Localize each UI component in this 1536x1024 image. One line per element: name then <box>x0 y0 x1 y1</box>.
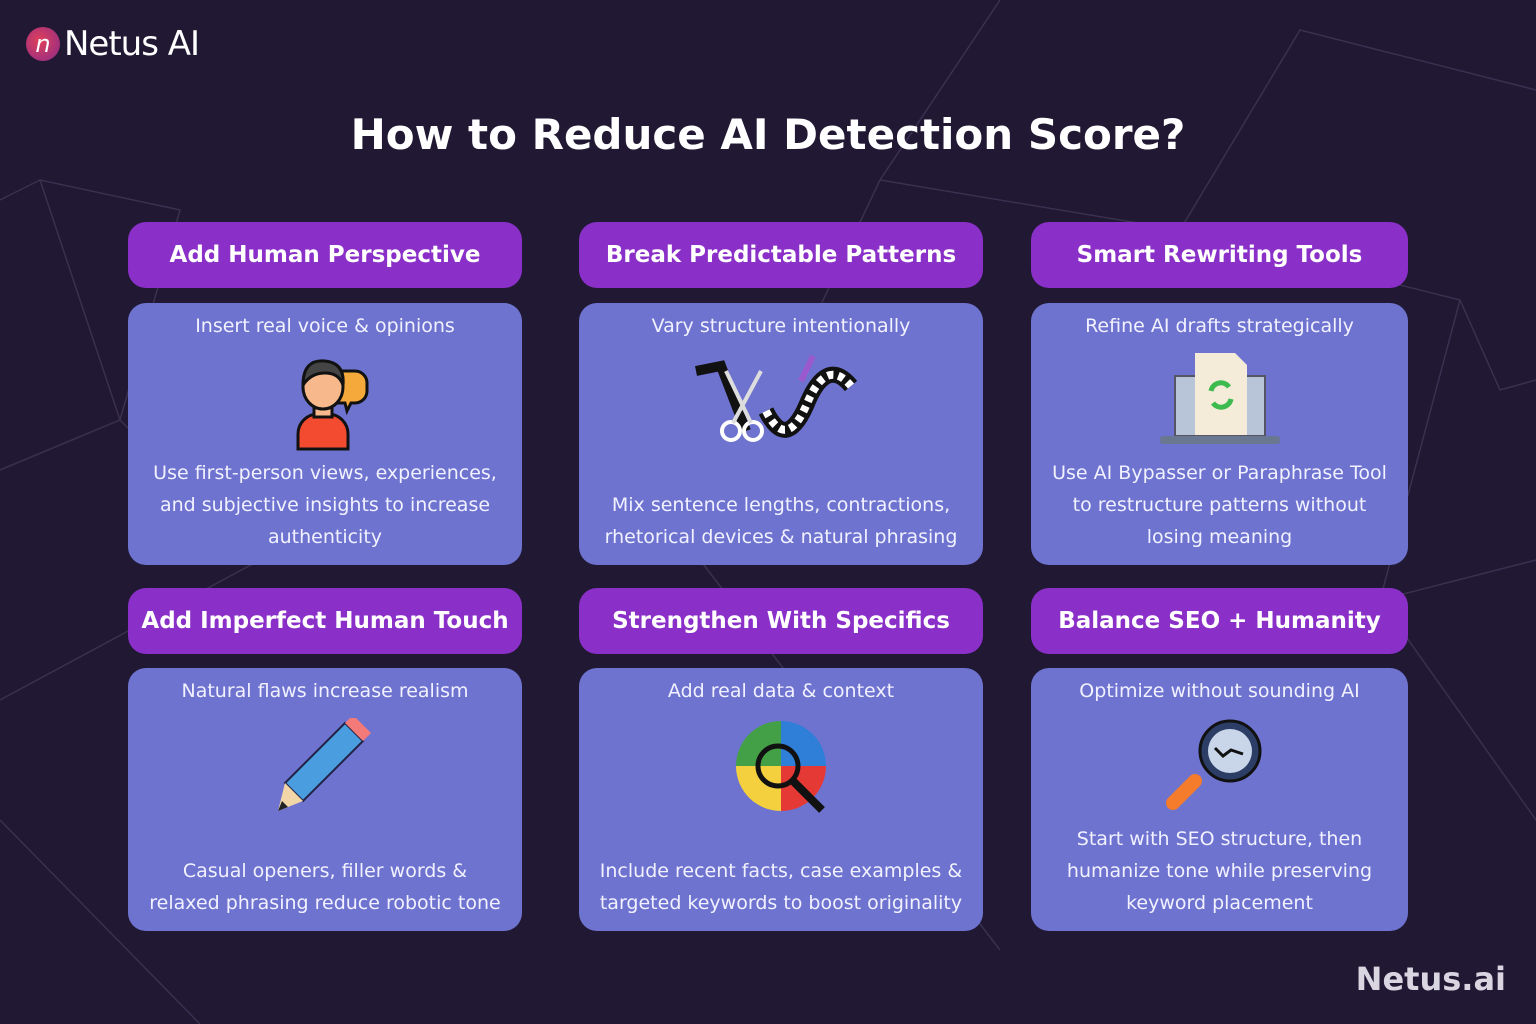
tip-heading-3: Smart Rewriting Tools <box>1031 222 1408 288</box>
tip-description: Include recent facts, case examples & ta… <box>599 860 963 914</box>
netus-logo[interactable]: n Netus AI <box>26 24 200 64</box>
tip-description: Casual openers, filler words & relaxed p… <box>149 860 501 914</box>
logo-text: Netus AI <box>64 24 200 64</box>
tip-card-2: Vary structure intentionally Mix sentenc… <box>579 303 983 565</box>
tip-subtitle: Refine AI drafts strategically <box>1085 315 1354 337</box>
tip-heading-2: Break Predictable Patterns <box>579 222 983 288</box>
netus-logo-icon: n <box>26 27 60 61</box>
tip-card-1: Insert real voice & opinions Use first-p… <box>128 303 522 565</box>
tip-subtitle: Natural flaws increase realism <box>181 680 469 702</box>
pie-chart-magnifier-icon <box>736 721 826 813</box>
tip-description: Mix sentence lengths, contractions, rhet… <box>604 494 958 548</box>
tip-heading-5: Strengthen With Specifics <box>579 588 983 654</box>
tip-heading-1: Add Human Perspective <box>128 222 522 288</box>
tip-description: Use first-person views, experiences, and… <box>153 462 497 548</box>
tip-subtitle: Optimize without sounding AI <box>1079 680 1360 702</box>
tip-card-3: Refine AI drafts strategically Use AI By… <box>1031 303 1408 565</box>
tip-description: Start with SEO structure, then humanize … <box>1066 828 1373 914</box>
page-title: How to Reduce AI Detection Score? <box>350 110 1186 159</box>
pencil-icon <box>278 718 371 811</box>
tip-card-5: Add real data & context Include recent f… <box>579 668 983 931</box>
tip-card-6: Optimize without sounding AI Start with … <box>1031 668 1408 931</box>
tip-subtitle: Vary structure intentionally <box>651 315 911 337</box>
person-speech-icon <box>296 359 369 451</box>
magnifier-trend-icon <box>1165 719 1261 810</box>
tip-description: Use AI Bypasser or Paraphrase Tool to re… <box>1052 462 1387 548</box>
tip-card-4: Natural flaws increase realism Casual op… <box>128 668 522 931</box>
tip-heading-6: Balance SEO + Humanity <box>1031 588 1408 654</box>
tip-subtitle: Insert real voice & opinions <box>195 315 455 337</box>
laptop-document-refresh-icon <box>1159 353 1280 444</box>
footer-brand: Netus.ai <box>1355 960 1506 998</box>
tip-subtitle: Add real data & context <box>667 680 895 702</box>
scissors-film-strip-icon <box>695 354 858 442</box>
tip-heading-4: Add Imperfect Human Touch <box>128 588 522 654</box>
